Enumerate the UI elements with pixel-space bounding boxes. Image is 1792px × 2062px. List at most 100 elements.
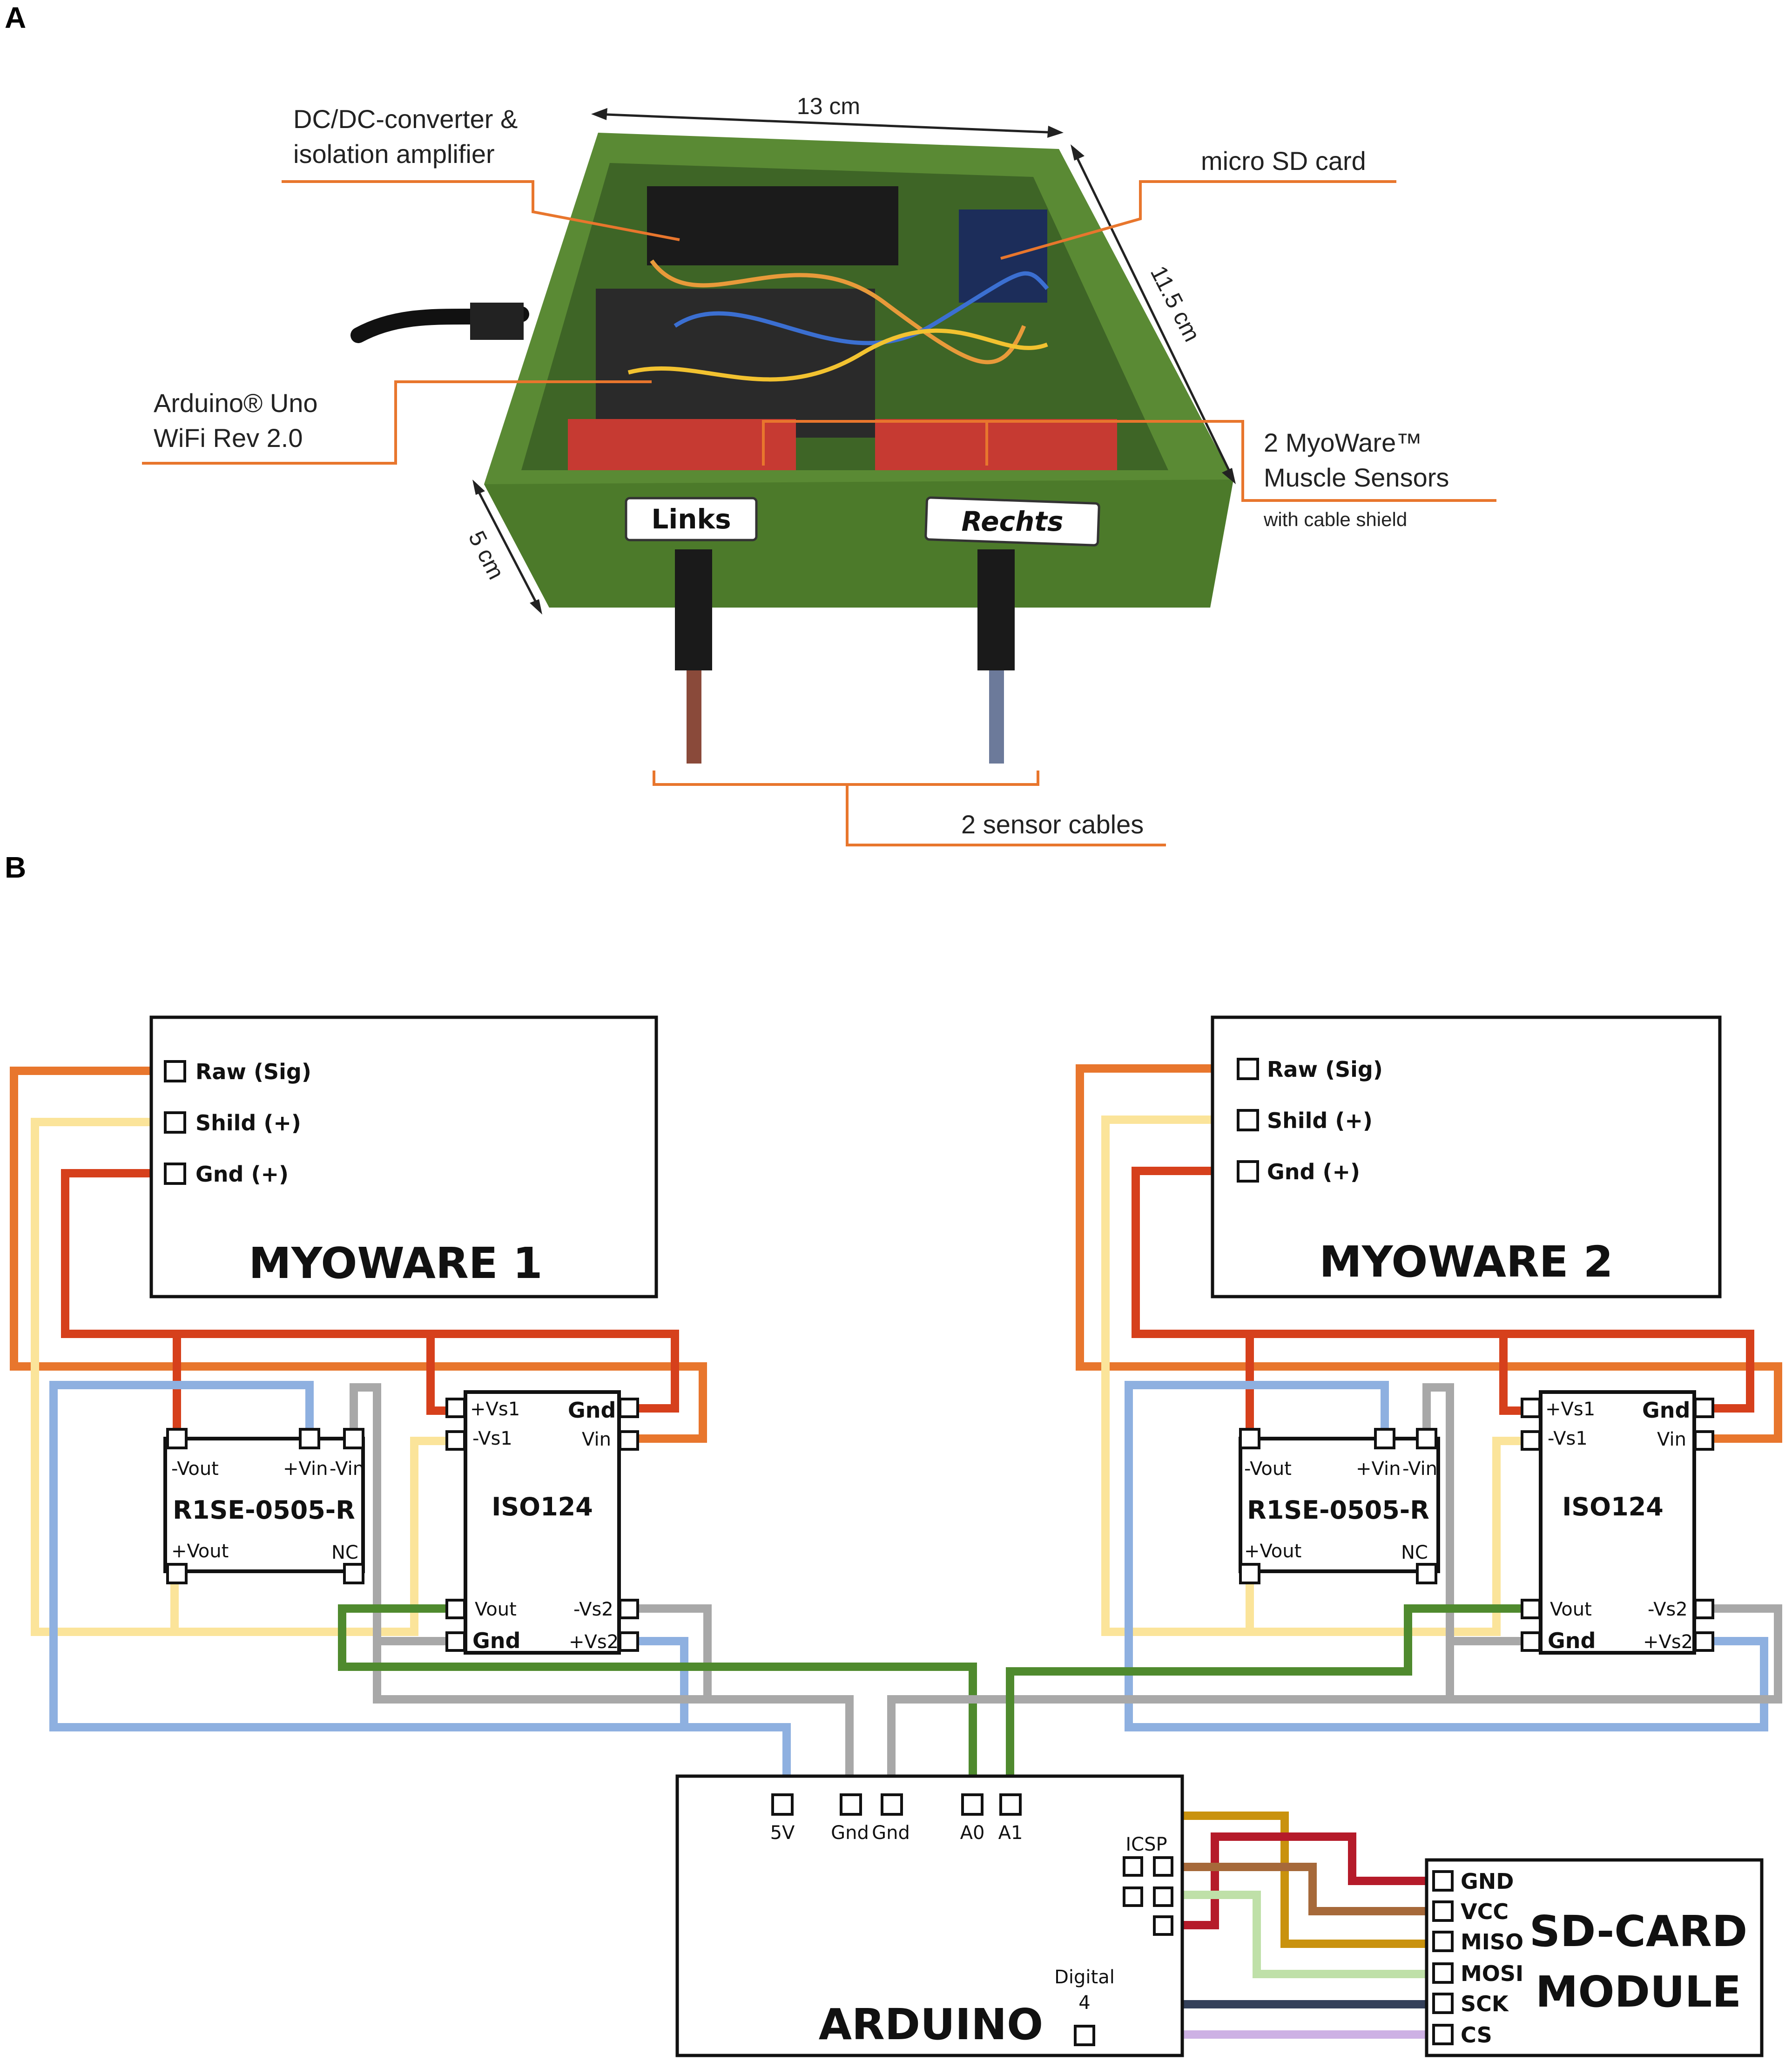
myoware-1-pin-raw (164, 1060, 186, 1082)
callout-myoware-2: Muscle Sensors (1264, 463, 1449, 492)
dim-height-line (473, 483, 541, 611)
sd-pin (1432, 1962, 1454, 1984)
arduino-photo (596, 289, 875, 438)
iso124-2-gnd-top: Gnd (1642, 1398, 1690, 1423)
callout-line-dcdc (282, 180, 680, 241)
myoware-1-label-raw: Raw (Sig) (195, 1059, 311, 1084)
iso124-1-vin: Vin (582, 1429, 611, 1450)
callout-myoware-1: 2 MyoWare™ (1264, 428, 1422, 457)
myoware-1-pin-shield (164, 1111, 186, 1134)
converter-1-vout-pos: +Vout (171, 1541, 229, 1562)
myoware-2-pin-raw (1237, 1058, 1259, 1080)
myoware-2-label-gnd: Gnd (+) (1267, 1159, 1360, 1184)
converter-2-vin-pos: +Vin (1356, 1458, 1401, 1480)
label-links-plate (625, 497, 758, 541)
box-front (484, 480, 1233, 608)
arduino-pin-a0 (961, 1793, 984, 1816)
wire-vcc (1164, 1863, 1427, 1915)
callout-line-sd (1000, 180, 1396, 260)
sd-label-cs: CS (1461, 2022, 1492, 2048)
wire-gray-2 (887, 1383, 1454, 1797)
icsp-pin (1153, 1915, 1173, 1936)
converter-1-pin (343, 1428, 364, 1449)
sd-pin (1432, 1931, 1454, 1952)
myoware-1-box (149, 1015, 658, 1298)
sd-label-gnd: GND (1461, 1869, 1514, 1894)
arduino-label-a0: A0 (960, 1822, 985, 1844)
iso124-2-vin: Vin (1657, 1429, 1686, 1450)
converter-1-pin (166, 1563, 188, 1584)
myoware-right-photo (875, 419, 1117, 470)
iso124-1-vs1-pos: +Vs1 (470, 1399, 520, 1420)
callout-line-myoware-2 (985, 420, 1243, 466)
callout-myoware-note: with cable shield (1263, 508, 1407, 530)
icsp-pin (1153, 1856, 1173, 1877)
iso124-1-pin (619, 1599, 639, 1619)
arduino-box (675, 1774, 1184, 2057)
arduino-pin-a1 (999, 1793, 1022, 1816)
shield-board (647, 186, 898, 265)
myoware-1: Raw (Sig) Shild (+) Gnd (+) MYOWARE 1 (149, 1015, 658, 1298)
iso124-1-body (464, 1390, 621, 1655)
wire-a1 (1006, 1604, 1531, 1797)
dim-depth-line (1071, 148, 1235, 480)
sensor-cable-left (687, 670, 701, 764)
panel-b-letter: B (5, 851, 26, 884)
iso124-2-pin (1694, 1599, 1714, 1619)
iso124-2-vs2-pos: +Vs2 (1643, 1631, 1693, 1653)
iso124-1-vs2-neg: -Vs2 (573, 1599, 613, 1620)
arrowhead (472, 480, 485, 495)
iso124-2-body (1539, 1390, 1696, 1655)
iso124-1-pin (445, 1430, 466, 1451)
sd-label-miso: MISO (1461, 1929, 1523, 1954)
arduino-pin-gnd (881, 1793, 903, 1816)
iso124-1-pin (445, 1631, 466, 1652)
iso124-1-vs1-neg: -Vs1 (472, 1428, 512, 1449)
converter-1-body (163, 1437, 365, 1573)
sensor-plug-right (977, 549, 1015, 670)
sd-label-vcc: VCC (1461, 1899, 1509, 1924)
arduino-label-gnd1: Gnd (831, 1822, 869, 1844)
converter-2-vout-neg: -Vout (1244, 1458, 1292, 1480)
arduino-pin-5v (771, 1793, 794, 1816)
iso124-1-gnd-bottom: Gnd (472, 1628, 520, 1653)
iso124-1-pin (619, 1430, 639, 1451)
arrowhead (591, 108, 607, 120)
iso124-1-gnd-top: Gnd (568, 1398, 616, 1423)
sd-label-sck: SCK (1461, 1991, 1509, 2016)
wires-photo-a (650, 259, 1026, 365)
wire-shield-2 (1101, 1116, 1531, 1636)
arrowhead (1047, 126, 1064, 138)
label-links: Links (651, 503, 731, 535)
iso124-2-gnd-bottom: Gnd (1548, 1628, 1596, 1653)
myoware-2: Raw (Sig) Shild (+) Gnd (+) MYOWARE 2 (1211, 1015, 1722, 1298)
arrowhead (1071, 144, 1085, 161)
myoware-2-title: MYOWARE 2 (1319, 1237, 1613, 1287)
sd-card-module: GND VCC MISO MOSI SCK CS SD-CARD MODULE (1425, 1858, 1764, 2057)
wire-gray-1b (631, 1604, 712, 1699)
callout-dcdc-1: DC/DC-converter & (293, 104, 518, 134)
converter-1-nc: NC (331, 1542, 358, 1563)
wire-5v-2 (1125, 1381, 1768, 1731)
iso124-1-pin (445, 1599, 466, 1619)
myoware-2-label-shield: Shild (+) (1267, 1108, 1373, 1133)
iso124-2-pin (1521, 1631, 1541, 1652)
converter-1-pin (166, 1428, 188, 1449)
callout-sd: micro SD card (1201, 146, 1366, 176)
myoware-2-label-raw: Raw (Sig) (1267, 1057, 1383, 1082)
arduino-label-a1: A1 (998, 1822, 1023, 1844)
converter-1-name: R1SE-0505-R (173, 1495, 355, 1525)
callouts: DC/DC-converter & isolation amplifier mi… (142, 104, 1496, 846)
sd-module-photo (959, 210, 1047, 303)
callout-line-arduino (142, 380, 652, 465)
myoware-left-photo (568, 419, 796, 470)
wire-mosi (1164, 1891, 1427, 1978)
wire-gnd-sd (1164, 1832, 1427, 1929)
iso124-2-pin (1694, 1631, 1714, 1652)
wire-shield-1 (31, 1118, 458, 1636)
sd-pin (1432, 2024, 1454, 2045)
converter-1-pin (343, 1563, 364, 1584)
sd-pin (1432, 1993, 1454, 2014)
iso124-1-name: ISO124 (492, 1492, 593, 1521)
sd-title-2: MODULE (1536, 1967, 1741, 2017)
